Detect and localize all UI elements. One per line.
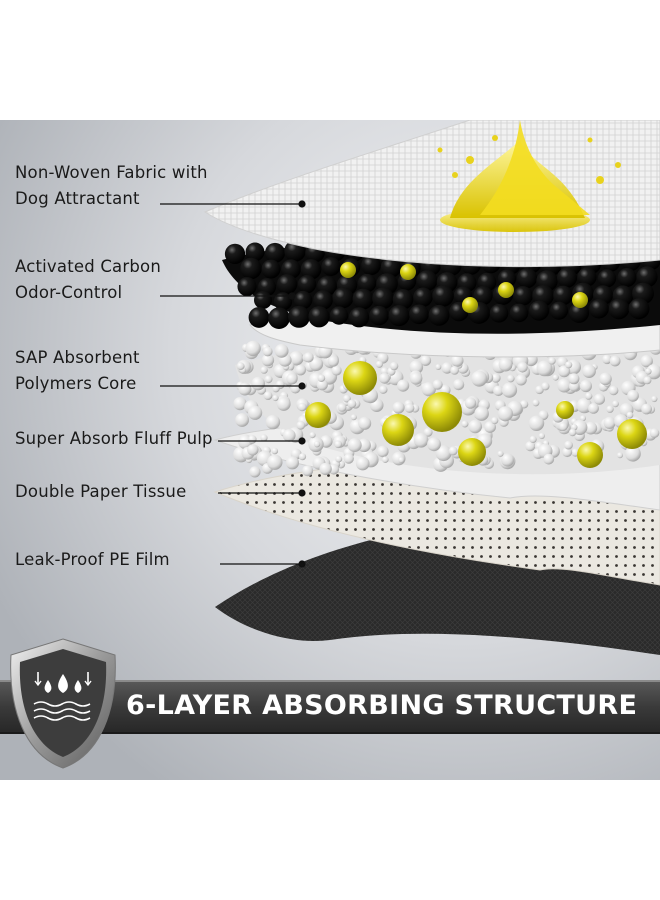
liquid-splash-icon — [437, 120, 621, 232]
leader-lines — [160, 200, 306, 568]
label-line: Non-Woven Fabric with — [15, 163, 208, 182]
label-line: Dog Attractant — [15, 189, 140, 208]
label-line: Leak-Proof PE Film — [15, 550, 170, 569]
sap-beads — [233, 320, 660, 478]
product-infographic: Non-Woven Fabric with Dog Attractant Act… — [0, 120, 660, 780]
label-activated-carbon: Activated Carbon Odor-Control — [15, 254, 161, 306]
water-absorption-shield-icon — [10, 638, 116, 769]
layer-illustration — [0, 120, 660, 780]
label-line: SAP Absorbent — [15, 348, 140, 367]
label-line: Super Absorb Fluff Pulp — [15, 429, 213, 448]
label-line: Activated Carbon — [15, 257, 161, 276]
label-line: Double Paper Tissue — [15, 482, 187, 501]
label-pe-film: Leak-Proof PE Film — [15, 547, 170, 573]
banner-title: 6-LAYER ABSORBING STRUCTURE — [126, 690, 638, 721]
label-non-woven-fabric: Non-Woven Fabric with Dog Attractant — [15, 160, 208, 212]
label-sap-core: SAP Absorbent Polymers Core — [15, 345, 140, 397]
label-fluff-pulp: Super Absorb Fluff Pulp — [15, 426, 213, 452]
label-line: Polymers Core — [15, 374, 137, 393]
label-paper-tissue: Double Paper Tissue — [15, 479, 186, 505]
label-line: Odor-Control — [15, 283, 123, 302]
